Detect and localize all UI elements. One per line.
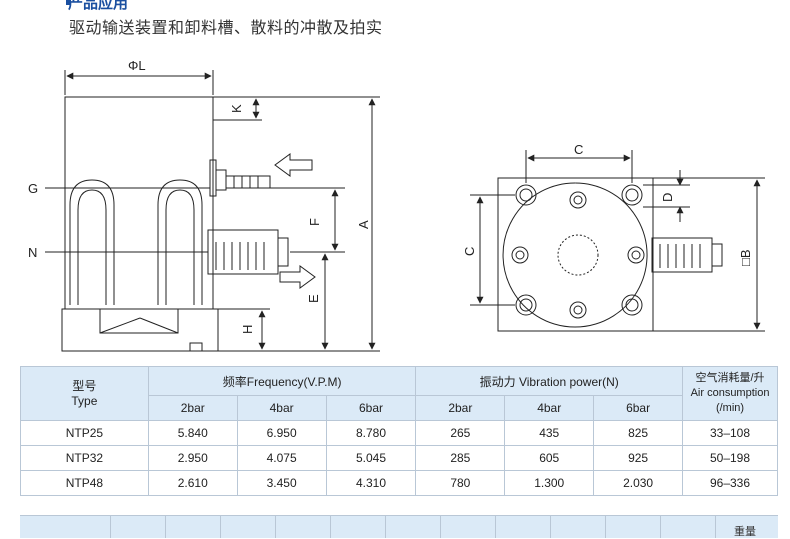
- freq-cell: 5.840: [147, 420, 238, 446]
- dim-G-label: G: [28, 181, 38, 196]
- inlet-arrow: [274, 153, 313, 177]
- dim-phiL-label: ΦL: [128, 58, 146, 73]
- table2-divider: [110, 516, 111, 538]
- top-view-plate: [497, 177, 654, 332]
- table2-divider: [550, 516, 551, 538]
- pressure-header: 6bar: [325, 395, 417, 421]
- freq-cell: 5.045: [325, 445, 417, 471]
- dim-C-side-label: C: [462, 247, 477, 256]
- freq-cell: 3.450: [236, 470, 327, 496]
- dim-A-label: A: [356, 220, 371, 229]
- weight-header: 重量: [734, 526, 756, 538]
- application-subtitle: 驱动输送装置和卸料槽、散料的冲散及拍实: [69, 20, 383, 37]
- pressure-header: 4bar: [236, 395, 327, 421]
- force-cell: 780: [415, 470, 506, 496]
- freq-cell: 2.610: [147, 470, 238, 496]
- pressure-header: 6bar: [593, 395, 684, 421]
- table2-divider: [165, 516, 166, 538]
- frequency-header: 频率Frequency(V.P.M): [147, 366, 417, 396]
- force-cell: 285: [415, 445, 506, 471]
- table-row: NTP32 2.950 4.075 5.045 285 605 925 50–1…: [20, 445, 778, 471]
- force-cell: 605: [504, 445, 595, 471]
- force-cell: 435: [504, 420, 595, 446]
- air-cell: 33–108: [682, 420, 778, 446]
- dim-F-label: F: [307, 218, 322, 226]
- freq-cell: 4.075: [236, 445, 327, 471]
- base-plate: [61, 308, 219, 352]
- table2-divider: [275, 516, 276, 538]
- table2-divider: [220, 516, 221, 538]
- force-cell: 265: [415, 420, 506, 446]
- section-title: 产品应用: [68, 0, 129, 12]
- dim-E-label: E: [306, 294, 321, 303]
- right-cylinder: [157, 179, 203, 305]
- table2-divider: [440, 516, 441, 538]
- table2-divider: [495, 516, 496, 538]
- freq-cell: 6.950: [236, 420, 327, 446]
- force-cell: 925: [593, 445, 684, 471]
- table2-divider: [385, 516, 386, 538]
- table2-divider: [330, 516, 331, 538]
- dim-H-label: H: [240, 325, 255, 334]
- force-cell: 825: [593, 420, 684, 446]
- top-view-housing: [502, 182, 648, 328]
- section-marker: [66, 0, 71, 5]
- model-cell: NTP48: [20, 470, 149, 496]
- second-table-header: 重量: [20, 515, 778, 538]
- table-row: NTP25 5.840 6.950 8.780 265 435 825 33–1…: [20, 420, 778, 446]
- model-cell: NTP32: [20, 445, 149, 471]
- table2-divider: [660, 516, 661, 538]
- model-cell: NTP25: [20, 420, 149, 446]
- inlet-fitting: [225, 175, 271, 189]
- freq-cell: 4.310: [325, 470, 417, 496]
- exhaust-muffler: [207, 229, 279, 275]
- exhaust-arrow: [279, 265, 316, 289]
- force-header: 振动力 Vibration power(N): [415, 366, 684, 396]
- dimension-drawing: ΦL K G N F A E H C C D □B: [28, 58, 765, 352]
- dim-K-label: K: [229, 104, 244, 113]
- air-cell: 50–198: [682, 445, 778, 471]
- freq-cell: 8.780: [325, 420, 417, 446]
- left-cylinder: [69, 179, 115, 305]
- dim-D-label: D: [660, 193, 675, 202]
- table-row: NTP48 2.610 3.450 4.310 780 1.300 2.030 …: [20, 470, 778, 496]
- table-subheader-row: 2bar 4bar 6bar 2bar 4bar 6bar: [21, 395, 778, 421]
- pressure-header: 4bar: [504, 395, 595, 421]
- freq-cell: 2.950: [147, 445, 238, 471]
- table2-divider: [605, 516, 606, 538]
- pressure-header: 2bar: [147, 395, 238, 421]
- dim-B-label: □B: [738, 249, 753, 266]
- top-view-muffler: [651, 237, 713, 273]
- air-cell: 96–336: [682, 470, 778, 496]
- force-cell: 1.300: [504, 470, 595, 496]
- dim-N-label: N: [28, 245, 37, 260]
- table2-divider: [715, 516, 716, 538]
- pressure-header: 2bar: [415, 395, 506, 421]
- force-cell: 2.030: [593, 470, 684, 496]
- vibrator-body-outline: [64, 96, 214, 310]
- dim-C-top-label: C: [574, 142, 583, 157]
